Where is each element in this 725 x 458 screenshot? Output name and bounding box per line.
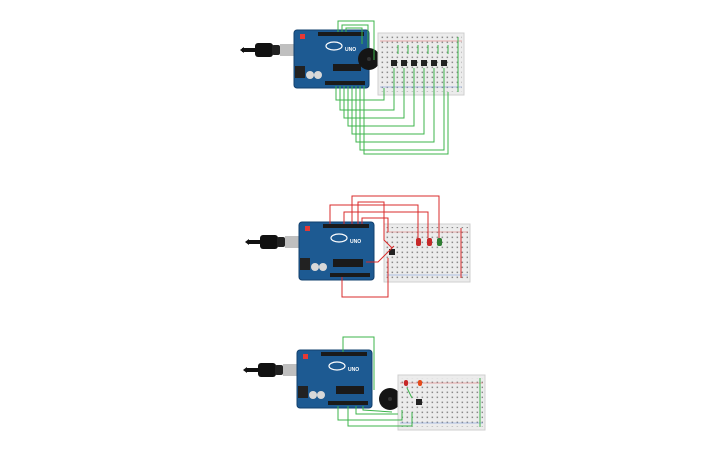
arduino-uno-icon[interactable]: UNO (296, 349, 373, 409)
circuit-2[interactable]: UNO (245, 195, 471, 298)
board-label: UNO (350, 239, 361, 245)
breadboard-icon[interactable] (383, 223, 471, 283)
wires-green[interactable] (335, 20, 459, 155)
board-label: UNO (345, 47, 356, 53)
breadboard-icon[interactable] (397, 374, 486, 431)
led-icon[interactable] (404, 380, 422, 386)
led-icon[interactable] (416, 238, 442, 246)
push-button-icon[interactable] (416, 399, 422, 405)
usb-cable-icon[interactable] (240, 43, 294, 57)
board-label: UNO (348, 367, 359, 373)
circuit-1[interactable]: UNO (240, 20, 465, 155)
wires-red[interactable] (329, 195, 462, 298)
buzzer-icon[interactable] (379, 388, 401, 410)
arduino-uno-icon[interactable]: UNO (298, 221, 375, 281)
circuit-3[interactable]: UNO (243, 336, 486, 431)
wires-green[interactable] (337, 336, 481, 427)
push-button-icon[interactable] (391, 60, 447, 66)
usb-cable-icon[interactable] (245, 235, 299, 249)
buzzer-icon[interactable] (358, 48, 380, 70)
usb-cable-icon[interactable] (243, 363, 297, 377)
push-button-icon[interactable] (389, 249, 395, 255)
arduino-uno-icon[interactable]: UNO (293, 29, 370, 89)
